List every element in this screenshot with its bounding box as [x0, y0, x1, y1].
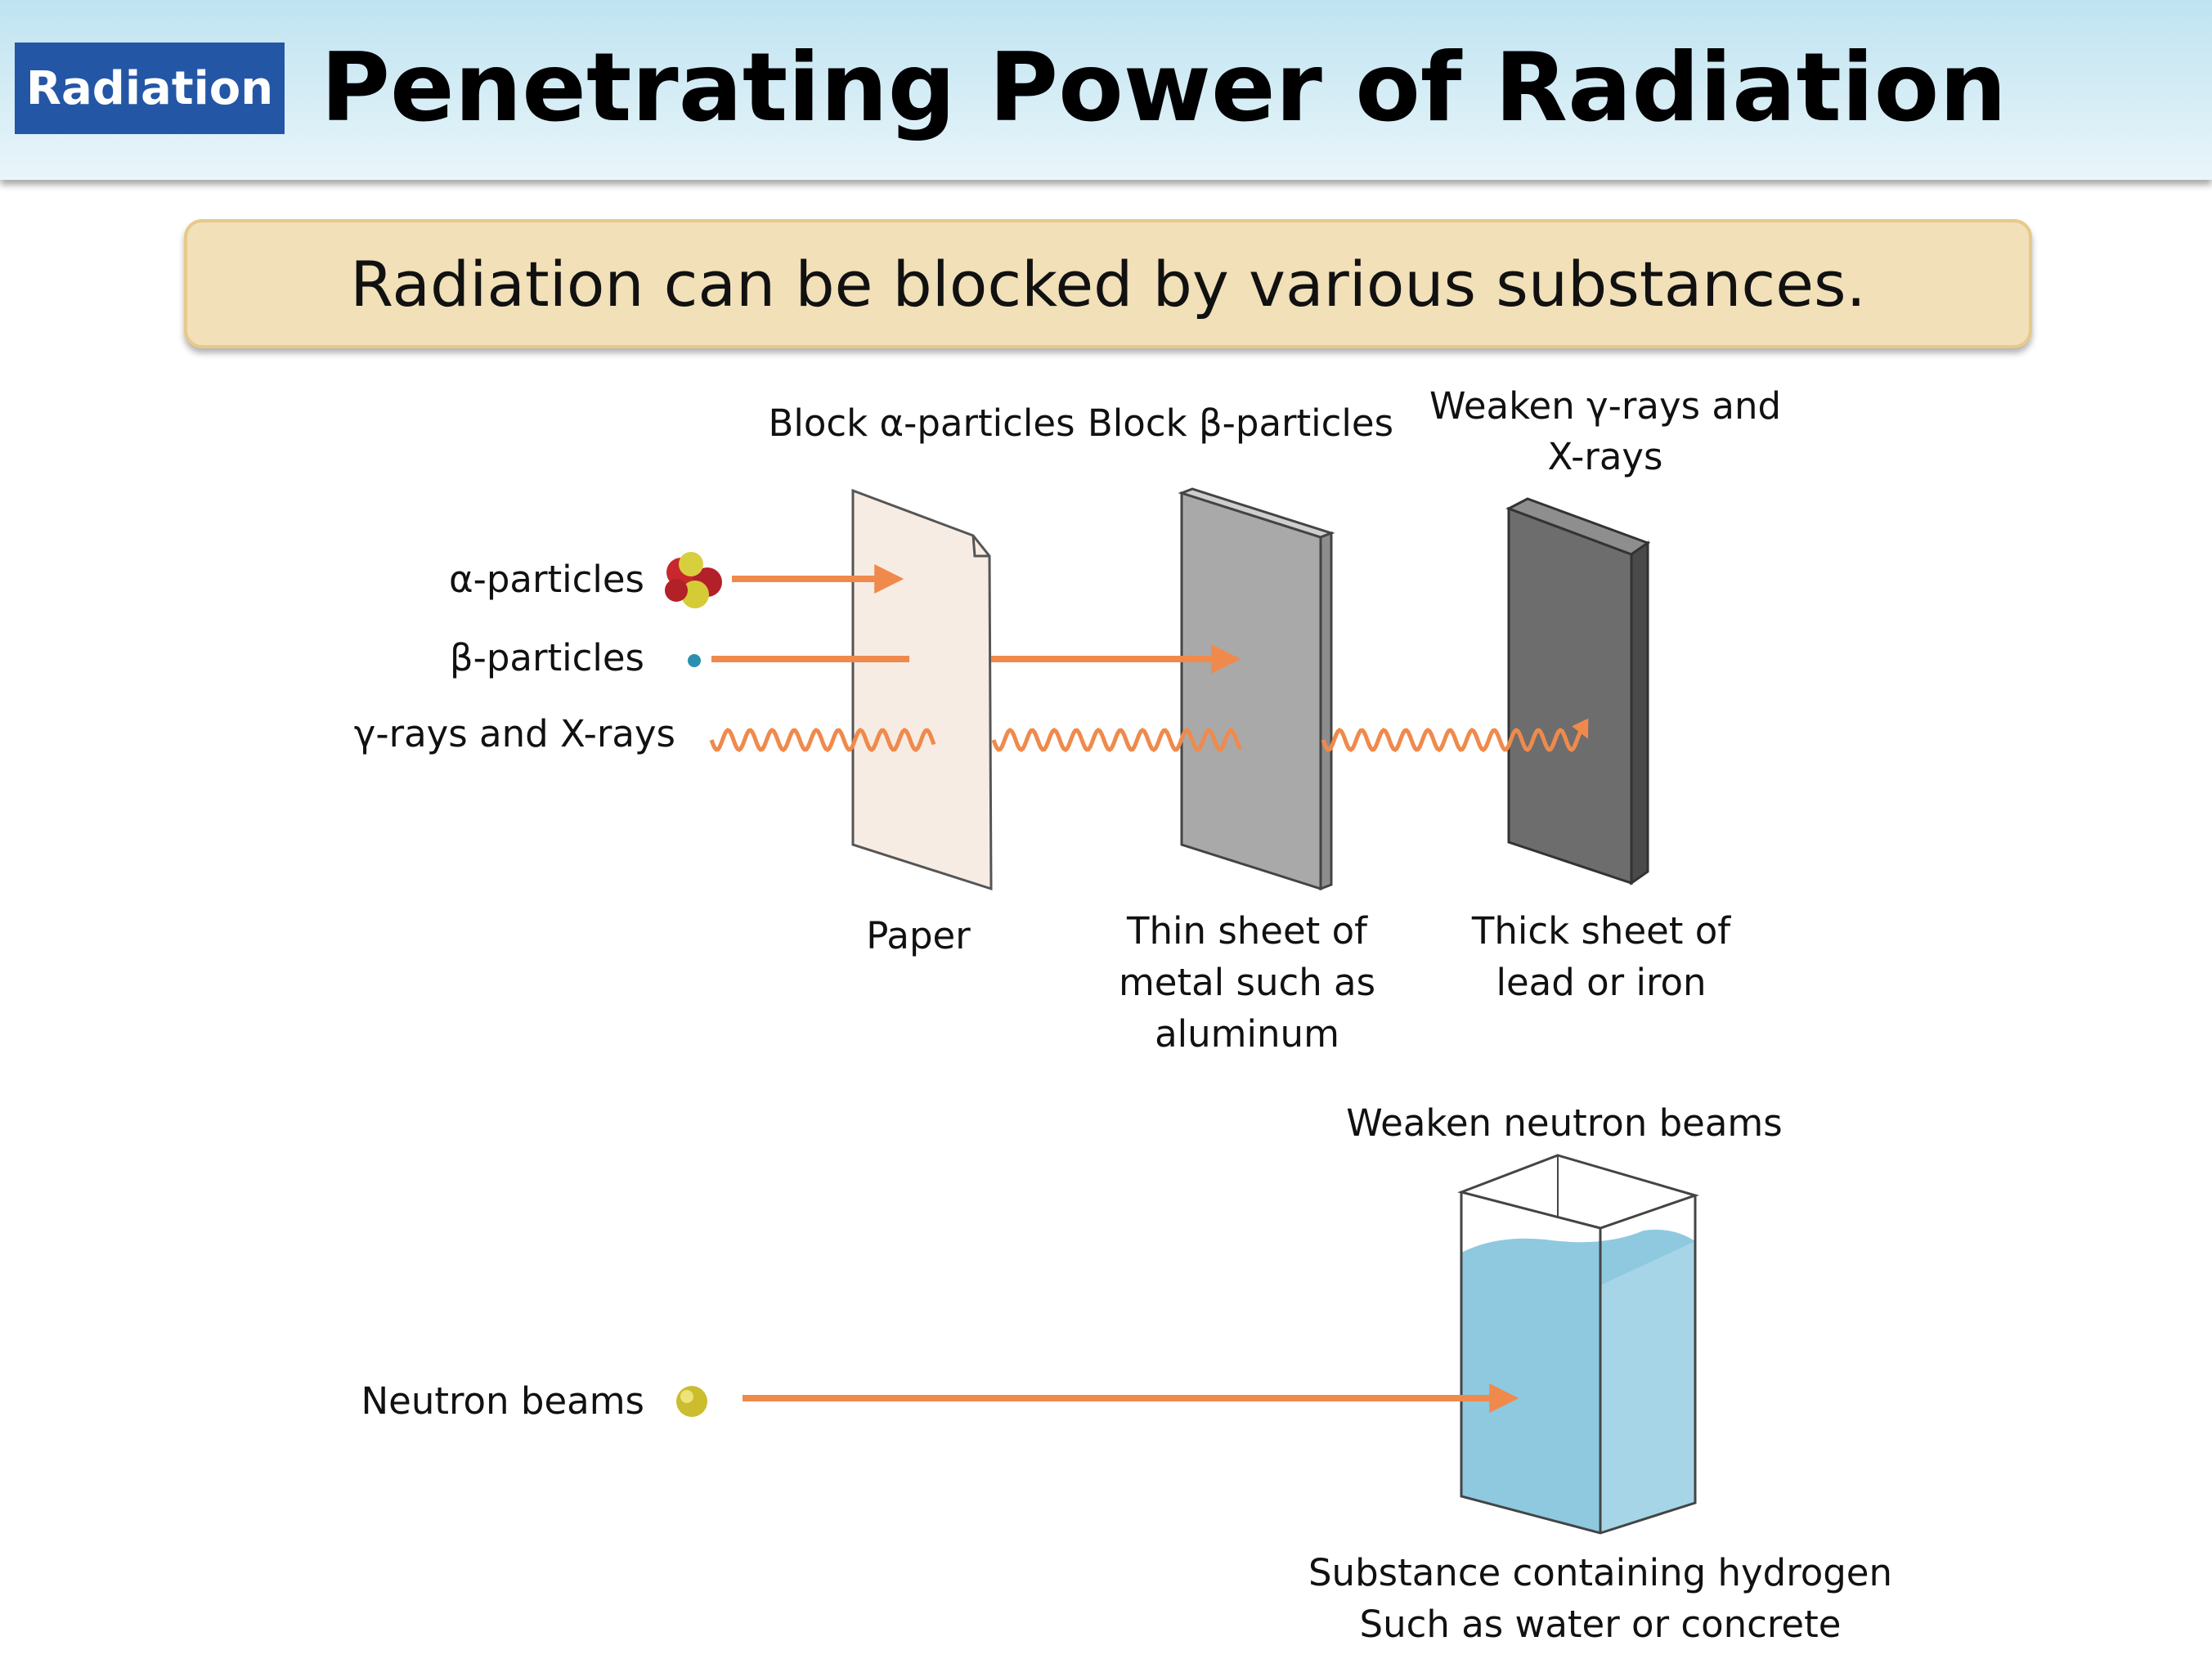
- water-bottom-label-line-1: Substance containing hydrogen: [1308, 1551, 1893, 1594]
- paper-sheet: [851, 488, 993, 891]
- lead-top-label-line-2: X-rays: [1547, 435, 1663, 478]
- gamma-ray-wave-2: [991, 728, 1243, 752]
- lead-bottom-label-line-1: Thick sheet of: [1471, 909, 1731, 953]
- lead-sheet: [1505, 497, 1651, 886]
- aluminum-bottom-label-line-1: Thin sheet of: [1127, 909, 1367, 953]
- aluminum-top-label: Block β-particles: [1087, 401, 1394, 445]
- lead-bottom-label-line-2: lead or iron: [1496, 961, 1707, 1004]
- aluminum-bottom-label-line-2: metal such as: [1118, 961, 1376, 1004]
- gamma-ray-wave-3: [1321, 718, 1589, 752]
- beta-particle-icon: [688, 654, 701, 667]
- alpha-particle-icon: [665, 552, 722, 608]
- water-bottom-label-line-2: Such as water or concrete: [1359, 1603, 1842, 1646]
- lead-top-label-line-1: Weaken γ-rays and: [1429, 384, 1782, 428]
- aluminum-bottom-label-line-3: aluminum: [1155, 1012, 1339, 1056]
- section-badge: Radiation: [15, 43, 285, 134]
- water-top-label: Weaken neutron beams: [1346, 1101, 1783, 1145]
- header-bar: Radiation Penetrating Power of Radiation: [0, 0, 2212, 180]
- paper-bottom-label: Paper: [866, 914, 971, 957]
- paper-top-label: Block α-particles: [768, 401, 1075, 445]
- water-container: [1457, 1154, 1699, 1535]
- gamma-ray-wave-1: [709, 728, 936, 752]
- neutron-particle-icon: [676, 1386, 707, 1417]
- gamma-label: γ-rays and X-rays: [353, 712, 675, 756]
- page-title: Penetrating Power of Radiation: [321, 33, 2007, 143]
- beta-label: β-particles: [449, 636, 644, 679]
- aluminum-sheet: [1178, 487, 1335, 891]
- summary-banner: Radiation can be blocked by various subs…: [184, 219, 2032, 348]
- alpha-label: α-particles: [448, 558, 644, 601]
- neutron-label: Neutron beams: [361, 1379, 645, 1423]
